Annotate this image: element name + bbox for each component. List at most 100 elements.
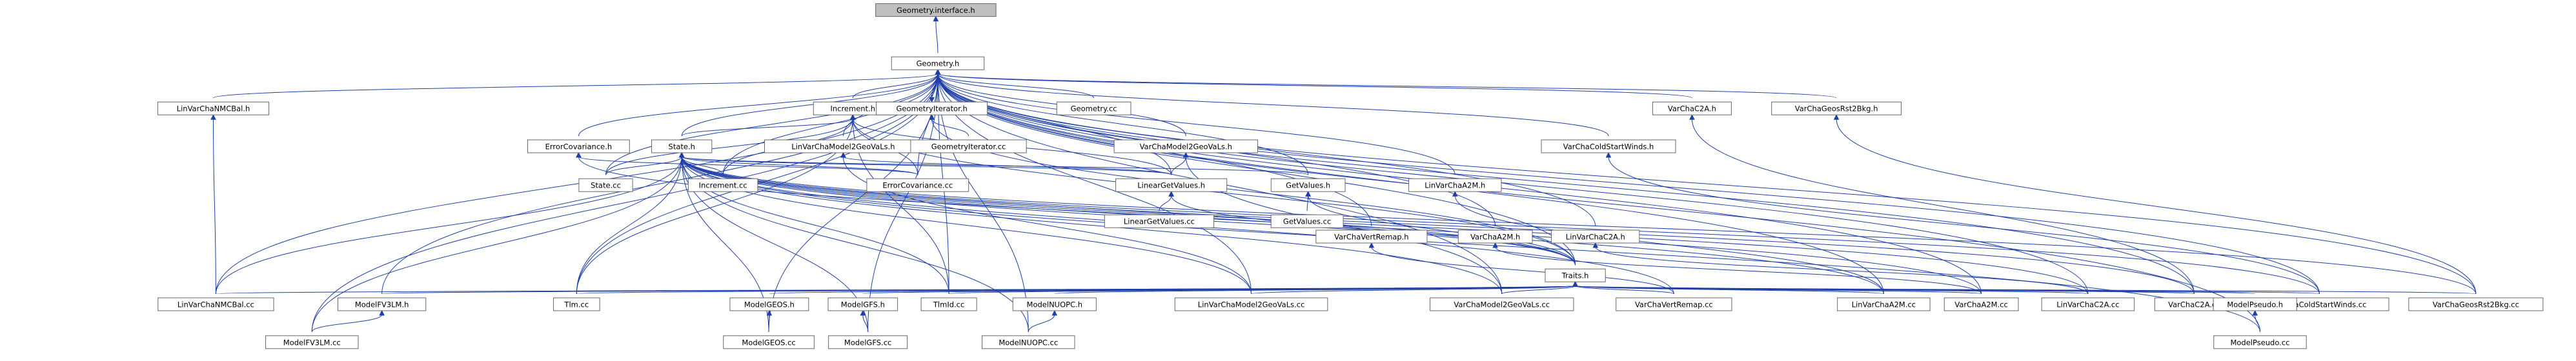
node-errcov-cc[interactable]: ErrorCovariance.cc <box>866 178 969 192</box>
node-label: VarChaModel2GeoVaLs.cc <box>1454 300 1550 309</box>
node-label: ModelFV3LM.h <box>355 300 409 309</box>
edge-geom-to-incr_cc <box>722 69 941 175</box>
edge-lc2a_h-to-lc2a_cc <box>1592 242 2089 295</box>
edge-pseudo_h-to-pseudo_cc <box>2252 309 2260 332</box>
edge-c2a_h-to-c2a_cc <box>1689 114 2195 295</box>
node-m2geo-cc[interactable]: VarChaModel2GeoVaLs.cc <box>1430 297 1574 311</box>
node-m2geo-h[interactable]: VarChaModel2GeoVaLs.h <box>1113 139 1258 153</box>
edge-geom-to-nmcbal_h <box>213 69 941 99</box>
node-la2m-cc[interactable]: LinVarChaA2M.cc <box>1837 297 1931 311</box>
node-errcov-h[interactable]: ErrorCovariance.h <box>527 139 630 153</box>
edge-arrowhead <box>840 151 846 158</box>
node-pseudo-h[interactable]: ModelPseudo.h <box>2213 297 2297 311</box>
node-label: Geometry.h <box>917 59 960 68</box>
node-nuopc-cc[interactable]: ModelNUOPC.cc <box>982 335 1075 349</box>
edge-line <box>1171 156 1186 175</box>
node-nmcbal-cc[interactable]: LinVarChaNMCBal.cc <box>157 297 274 311</box>
node-lc2a-h[interactable]: LinVarChaC2A.h <box>1551 229 1640 244</box>
node-lm2geo-h[interactable]: LinVarChaModel2GeoVaLs.h <box>764 139 922 153</box>
node-fv3lm-cc[interactable]: ModelFV3LM.cc <box>265 335 359 349</box>
node-geos-cc[interactable]: ModelGEOS.cc <box>723 335 815 349</box>
node-box <box>1408 178 1502 192</box>
edge-gfs_h-to-gfs_cc <box>860 309 869 332</box>
node-gfs-h[interactable]: ModelGFS.h <box>827 297 898 311</box>
edge-coldw_h-to-coldw_cc <box>1605 151 2320 295</box>
node-box <box>157 101 270 115</box>
node-geoit-cc[interactable]: GeometryIterator.cc <box>910 139 1027 153</box>
node-a2m-h[interactable]: VarChaA2M.h <box>1457 229 1533 244</box>
node-gfs-cc[interactable]: ModelGFS.cc <box>828 335 908 349</box>
edge-traits_h-to-rst2bkg_cc <box>1572 281 2477 295</box>
edge-line <box>681 73 938 137</box>
node-fv3lm-h[interactable]: ModelFV3LM.h <box>338 297 427 311</box>
node-label: LinVarChaNMCBal.h <box>177 104 250 113</box>
edge-line <box>1595 246 2089 295</box>
node-box <box>920 297 977 311</box>
node-box <box>1012 297 1097 311</box>
node-label: VarChaVertRemap.cc <box>1635 300 1713 309</box>
node-lingv-cc[interactable]: LinearGetValues.cc <box>1104 214 1215 228</box>
edge-line <box>937 73 2089 295</box>
edge-root-to-geom <box>933 15 939 54</box>
node-label: VarChaA2M.h <box>1470 233 1520 242</box>
node-coldw-h[interactable]: VarChaColdStartWinds.h <box>1541 139 1676 153</box>
node-incr-cc[interactable]: Increment.cc <box>687 178 758 192</box>
node-box <box>982 335 1075 349</box>
node-geos-h[interactable]: ModelGEOS.h <box>729 297 809 311</box>
node-label: GeometryIterator.cc <box>931 142 1006 151</box>
edge-line <box>605 119 853 175</box>
node-label: ModelPseudo.cc <box>2230 338 2289 347</box>
node-rst2bkg-h[interactable]: VarChaGeosRst2Bkg.h <box>1771 101 1902 115</box>
node-geoit-h[interactable]: GeometryIterator.h <box>876 101 988 115</box>
node-label: Geometry.interface.h <box>897 6 975 15</box>
node-gv-cc[interactable]: GetValues.cc <box>1270 214 1344 228</box>
node-a2m-cc[interactable]: VarChaA2M.cc <box>1943 297 2019 311</box>
edge-line <box>605 156 682 175</box>
node-state-cc[interactable]: State.cc <box>578 178 633 192</box>
node-geom[interactable]: Geometry.h <box>891 56 985 70</box>
node-lc2a-cc[interactable]: LinVarChaC2A.cc <box>2041 297 2135 311</box>
edge-line <box>1575 285 2256 295</box>
node-vremap-cc[interactable]: VarChaVertRemap.cc <box>1616 297 1732 311</box>
edge-line <box>681 156 949 295</box>
node-geom-cc[interactable]: Geometry.cc <box>1056 101 1131 115</box>
node-box <box>866 178 969 192</box>
node-incr-h[interactable]: Increment.h <box>813 101 893 115</box>
node-nmcbal-h[interactable]: LinVarChaNMCBal.h <box>157 101 270 115</box>
edge-line <box>937 73 1692 99</box>
node-label: ModelGFS.h <box>841 300 885 309</box>
node-pseudo-cc[interactable]: ModelPseudo.cc <box>2213 335 2307 349</box>
edge-geom-to-gv_h <box>935 69 1309 175</box>
node-box <box>827 297 898 311</box>
edge-arrowhead <box>2252 309 2258 316</box>
node-rst2bkg-cc[interactable]: VarChaGeosRst2Bkg.cc <box>2408 297 2544 311</box>
node-gv-h[interactable]: GetValues.h <box>1270 178 1346 192</box>
edge-arrowhead <box>849 114 856 120</box>
edge-line <box>935 20 938 54</box>
node-nuopc-h[interactable]: ModelNUOPC.h <box>1012 297 1097 311</box>
edge-nuopc_h-to-nuopc_cc <box>1028 309 1058 332</box>
edge-line <box>311 73 938 332</box>
node-lingv-h[interactable]: LinearGetValues.h <box>1115 178 1228 192</box>
edge-arrowhead <box>1833 114 1840 120</box>
node-tlm-cc[interactable]: Tlm.cc <box>553 297 600 311</box>
node-traits-h[interactable]: Traits.h <box>1545 268 1606 282</box>
edge-line <box>937 73 1309 175</box>
node-box <box>2408 297 2544 311</box>
node-box <box>578 178 633 192</box>
edge-line <box>681 156 2477 295</box>
node-box <box>527 139 630 153</box>
node-vremap-h[interactable]: VarChaVertRemap.h <box>1315 229 1428 244</box>
node-c2a-h[interactable]: VarChaC2A.h <box>1652 101 1732 115</box>
node-lm2geo-cc[interactable]: LinVarChaModel2GeoVaLs.cc <box>1174 297 1328 311</box>
node-state-h[interactable]: State.h <box>651 139 713 153</box>
edge-line <box>578 73 938 137</box>
node-la2m-h[interactable]: LinVarChaA2M.h <box>1408 178 1502 192</box>
node-label: LinVarChaA2M.h <box>1425 181 1485 190</box>
edge-line <box>1501 285 1576 295</box>
edge-arrowhead <box>210 114 216 120</box>
node-label: ModelGEOS.cc <box>742 338 795 347</box>
edge-line <box>937 73 2260 332</box>
node-tlmid-cc[interactable]: TlmId.cc <box>920 297 977 311</box>
